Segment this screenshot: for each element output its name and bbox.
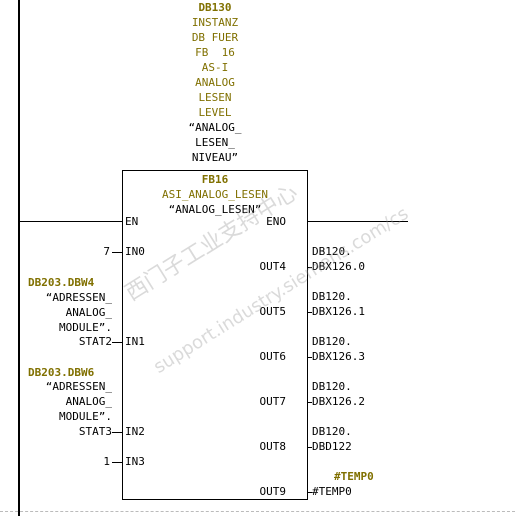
pin-in1[interactable]: IN1 bbox=[125, 335, 145, 348]
pin-in2[interactable]: IN2 bbox=[125, 425, 145, 438]
in2-symbol-line: MODULE”. bbox=[59, 410, 112, 423]
in1-stub bbox=[112, 342, 122, 343]
pin-out4[interactable]: OUT4 bbox=[259, 260, 287, 273]
in1-value[interactable]: STAT2 bbox=[78, 335, 112, 348]
out7-stub bbox=[308, 402, 312, 403]
pin-in0[interactable]: IN0 bbox=[125, 245, 145, 258]
in1-symbol-line: “ADRESSEN_ bbox=[45, 291, 112, 304]
out9-stub bbox=[308, 492, 312, 493]
pin-out6[interactable]: OUT6 bbox=[259, 350, 287, 363]
bottom-separator bbox=[0, 511, 515, 512]
pin-in3[interactable]: IN3 bbox=[125, 455, 145, 468]
instance-db-comment-line: INSTANZ bbox=[191, 16, 239, 29]
in2-stub bbox=[112, 432, 122, 433]
instance-db-comment-line: LEVEL bbox=[198, 106, 232, 119]
out4-address-line: DB120. bbox=[312, 245, 352, 258]
pin-out7[interactable]: OUT7 bbox=[259, 395, 287, 408]
instance-db-comment-line: LESEN bbox=[198, 91, 232, 104]
out6-address-line: DB120. bbox=[312, 335, 352, 348]
out6-stub bbox=[308, 357, 312, 358]
pin-en[interactable]: EN bbox=[125, 215, 139, 228]
instance-db-comment-line: ANALOG bbox=[195, 76, 235, 89]
in1-address[interactable]: DB203.DBW4 bbox=[28, 276, 95, 289]
pin-out8[interactable]: OUT8 bbox=[259, 440, 287, 453]
in3-stub bbox=[112, 462, 122, 463]
out5-stub bbox=[308, 312, 312, 313]
in2-value[interactable]: STAT3 bbox=[78, 425, 112, 438]
in1-symbol-line: ANALOG_ bbox=[65, 306, 112, 319]
instance-db-comment-line: FB 16 bbox=[195, 46, 235, 59]
out8-address-line: DB120. bbox=[312, 425, 352, 438]
instance-db-name: DB130 bbox=[198, 1, 232, 14]
pin-out9[interactable]: OUT9 bbox=[259, 485, 287, 498]
instance-db-comment-line: AS-I bbox=[201, 61, 229, 74]
function-block-fb16[interactable] bbox=[122, 170, 308, 500]
in2-symbol-line: “ADRESSEN_ bbox=[45, 380, 112, 393]
block-symbol: ASI_ANALOG_LESEN bbox=[162, 188, 268, 201]
instance-db-symbol-line: LESEN_ bbox=[195, 136, 235, 149]
instance-db-comment-line: DB FUER bbox=[191, 31, 239, 44]
out4-stub bbox=[308, 267, 312, 268]
out5-address-line: DB120. bbox=[312, 290, 352, 303]
block-comment: “ANALOG_LESEN” bbox=[168, 203, 262, 216]
left-power-rail bbox=[18, 0, 20, 516]
instance-db-symbol-line: NIVEAU” bbox=[191, 151, 239, 164]
pin-out5[interactable]: OUT5 bbox=[259, 305, 287, 318]
in0-value[interactable]: 7 bbox=[103, 245, 110, 258]
in1-symbol-line: MODULE”. bbox=[59, 321, 112, 334]
out4-operand[interactable]: DBX126.0 bbox=[312, 260, 365, 273]
en-connection-line[interactable] bbox=[20, 221, 122, 222]
out7-address-line: DB120. bbox=[312, 380, 352, 393]
in2-address[interactable]: DB203.DBW6 bbox=[28, 366, 95, 379]
out9-operand[interactable]: #TEMP0 bbox=[312, 485, 352, 498]
block-name: FB16 bbox=[201, 173, 229, 186]
in3-value[interactable]: 1 bbox=[103, 455, 110, 468]
out7-operand[interactable]: DBX126.2 bbox=[312, 395, 365, 408]
out9-symbol: #TEMP0 bbox=[334, 470, 374, 483]
eno-connection-line[interactable] bbox=[308, 221, 408, 222]
in2-symbol-line: ANALOG_ bbox=[65, 395, 112, 408]
pin-eno[interactable]: ENO bbox=[266, 215, 286, 228]
out5-operand[interactable]: DBX126.1 bbox=[312, 305, 365, 318]
out8-operand[interactable]: DBD122 bbox=[312, 440, 352, 453]
in0-stub bbox=[112, 252, 122, 253]
out6-operand[interactable]: DBX126.3 bbox=[312, 350, 365, 363]
instance-db-symbol-line: “ANALOG_ bbox=[188, 121, 242, 134]
out8-stub bbox=[308, 447, 312, 448]
